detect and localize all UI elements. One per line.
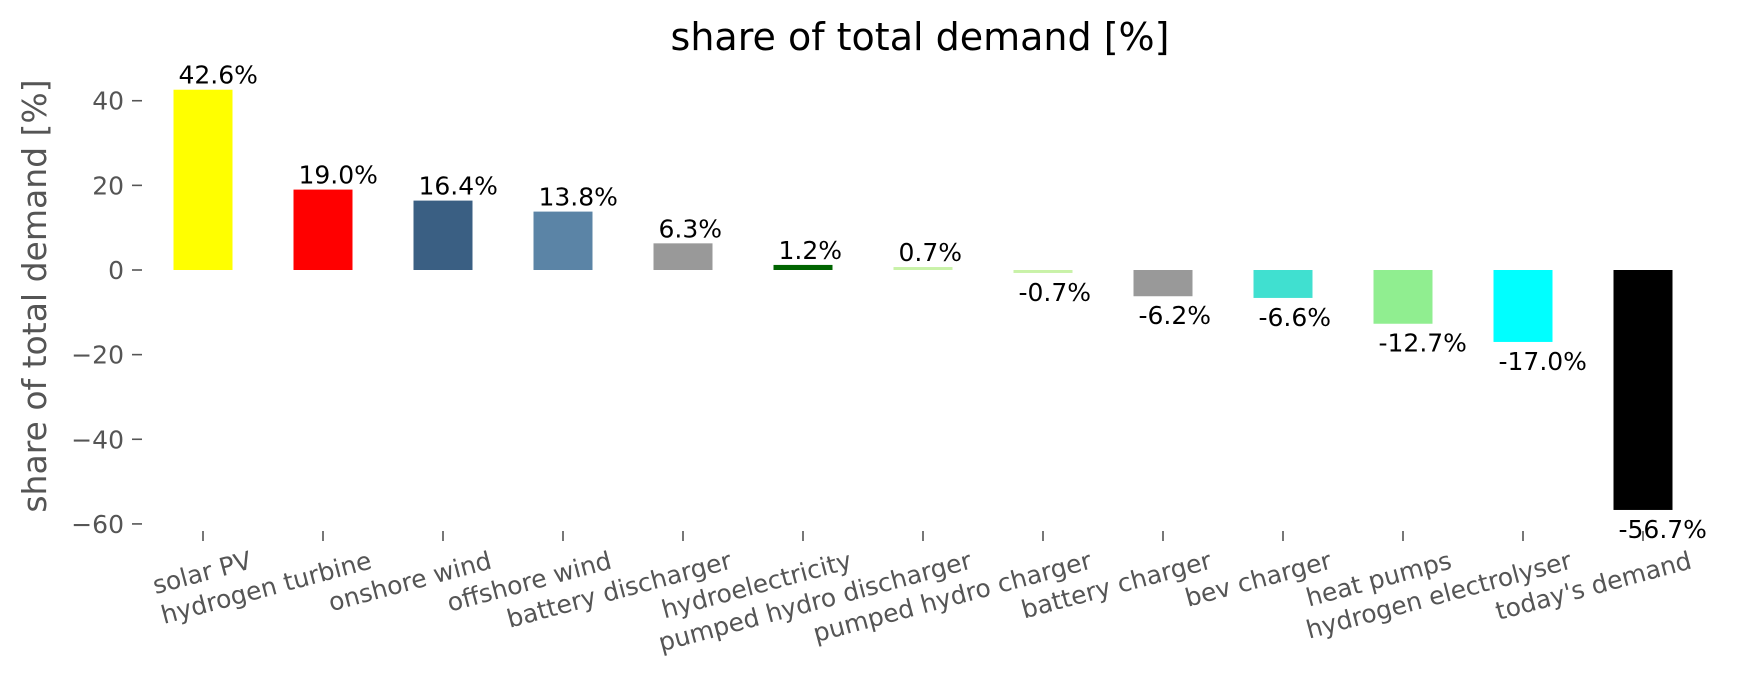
y-tick-label: 40 (92, 87, 124, 116)
bar (173, 89, 233, 270)
y-axis-label: share of total demand [%] (15, 79, 54, 512)
data-label: -12.7% (1379, 329, 1467, 358)
data-label: 16.4% (419, 172, 498, 201)
bar (293, 189, 353, 270)
bar (533, 211, 593, 270)
data-label: -17.0% (1499, 347, 1587, 376)
data-label: -0.7% (1019, 278, 1092, 307)
bar (653, 243, 713, 270)
data-label: 0.7% (899, 238, 963, 267)
bar (1013, 270, 1073, 273)
data-label: -6.2% (1139, 301, 1212, 330)
bar (1613, 270, 1673, 510)
data-label: -6.6% (1259, 303, 1332, 332)
bar (413, 200, 473, 270)
bar (1133, 270, 1193, 297)
data-label: 13.8% (539, 183, 618, 212)
data-label: 6.3% (659, 214, 723, 243)
y-tick-label: −60 (71, 510, 124, 539)
data-labels: 42.6% 19.0% 16.4% 13.8% 6.3% 1.2% 0.7% -0.7% -6.… (179, 61, 1707, 544)
y-tick-label: 20 (92, 171, 124, 200)
y-tick-label: −40 (71, 425, 124, 454)
data-label: 42.6% (179, 61, 258, 90)
bar (1373, 270, 1433, 324)
bar (1493, 270, 1553, 342)
y-tick-label: −20 (71, 341, 124, 370)
bars (173, 89, 1673, 510)
data-label: 19.0% (299, 161, 378, 190)
bar (893, 267, 953, 270)
chart-title: share of total demand [%] (671, 15, 1170, 59)
data-label: 1.2% (779, 236, 843, 265)
bar (1253, 270, 1313, 298)
y-axis: 40 20 0 −20 −40 −60 (71, 87, 142, 539)
y-tick-label: 0 (108, 256, 124, 285)
data-label: -56.7% (1619, 515, 1707, 544)
bar (773, 264, 833, 270)
